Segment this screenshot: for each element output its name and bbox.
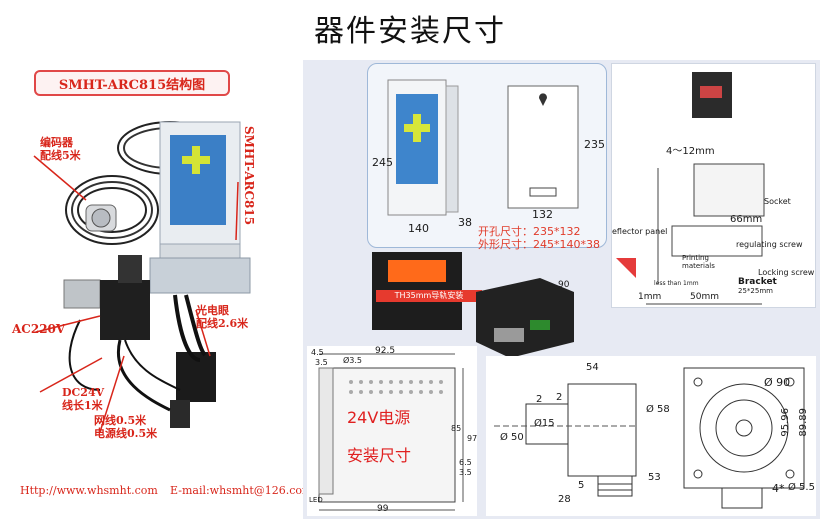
label-bracket: Bracket 25*25mm	[738, 278, 777, 296]
psu-title-line2: 安装尺寸	[347, 446, 412, 465]
dim-95: 95.96	[780, 408, 791, 437]
dim-89: 89.89	[798, 408, 809, 437]
sensor-label-line1: 光电眼	[196, 304, 229, 317]
dim-85: 85	[451, 424, 462, 433]
cutout-size: 开孔尺寸：235*132	[478, 225, 581, 238]
dim-92-5: 92.5	[375, 346, 396, 356]
dim-28: 28	[558, 494, 571, 505]
label-lock-screw: Locking screw	[758, 268, 815, 277]
dim-54: 54	[586, 362, 599, 373]
rail-module-label-plate	[388, 260, 446, 282]
dc-label-line2: 线长1米	[62, 399, 103, 412]
dim-90: 90	[558, 280, 570, 290]
dim-1mm: 1mm	[638, 292, 662, 302]
email-link[interactable]: E-mail:whsmht@126.com	[170, 484, 313, 497]
dim-3-5: 3.5	[315, 358, 328, 367]
net-label-line1: 网线0.5米	[94, 414, 147, 427]
rail-mount-label: TH35mm导轨安装	[376, 290, 482, 302]
outline-size: 外形尺寸：245*140*38	[478, 238, 600, 251]
label-less-than: less than 1mm	[654, 280, 699, 287]
label-socket: Socket	[764, 197, 791, 206]
model-badge: SMHT-ARC815结构图	[34, 70, 230, 96]
dim-hole-d: Ø 5.5	[788, 482, 815, 493]
sensor-drawing	[616, 72, 765, 305]
sensor-dimensions-card: 4～12mm 66mm Socket eflector panel regula…	[611, 63, 816, 308]
device-photo	[33, 121, 251, 433]
psu-drawing	[318, 353, 464, 511]
dim-66mm: 66mm	[730, 214, 763, 225]
psu-dimensions-card: 92.5 4.5 3.5 Ø3.5 24V电源 安装尺寸 85 97 6.5 3…	[307, 346, 477, 516]
dim-245: 245	[372, 156, 393, 169]
net-power-label: 网线0.5米 电源线0.5米	[94, 414, 157, 440]
encoder-label: 编码器 配线5米	[40, 136, 81, 162]
dim-holes: 4*	[772, 482, 785, 495]
page-title: 器件安装尺寸	[314, 14, 506, 49]
dim-97: 97	[467, 434, 478, 443]
dim-2b: 2	[556, 392, 563, 403]
printing-line2: materials	[682, 262, 715, 270]
dim-hole: Ø3.5	[343, 356, 363, 365]
net-label-line2: 电源线0.5米	[94, 427, 158, 440]
psu-title-line1: 24V电源	[347, 408, 411, 427]
rail-module-dim-drawing	[476, 278, 574, 358]
dim-99: 99	[377, 504, 389, 514]
dim-range: 4～12mm	[666, 146, 715, 157]
dim-235: 235	[584, 138, 605, 151]
bracket-line2: 25*25mm	[738, 287, 773, 295]
label-reflector: eflector panel	[612, 227, 668, 236]
bracket-line1: Bracket	[738, 277, 777, 287]
dim-6-5: 6.5	[459, 458, 472, 467]
dim-5: 5	[578, 480, 585, 491]
dim-d58: Ø 58	[646, 404, 670, 415]
printing-line1: Printing	[682, 254, 709, 262]
encoder-label-line2: 配线5米	[40, 149, 81, 162]
encoder-dimensions-card: 54 2 2 Ø 50 Ø15 Ø 58 53 5 28 Ø 90 95.96 …	[486, 356, 816, 516]
dim-38: 38	[458, 216, 472, 229]
ac-label: AC220V	[12, 322, 66, 336]
dim-50mm: 50mm	[690, 292, 719, 302]
dim-d50: Ø 50	[500, 432, 524, 443]
dim-140: 140	[408, 222, 429, 235]
dim-4-5: 4.5	[311, 348, 324, 357]
dim-d90: Ø 90	[764, 376, 791, 389]
encoder-label-line1: 编码器	[40, 136, 73, 149]
dim-d15: Ø15	[534, 418, 555, 429]
sensor-label: 光电眼 配线2.6米	[196, 304, 248, 330]
dim-53: 53	[648, 472, 661, 483]
label-printing: Printing materials	[682, 254, 715, 270]
dim-2a: 2	[536, 394, 543, 405]
encoder-drawing	[494, 367, 805, 509]
sensor-label-line2: 配线2.6米	[196, 317, 249, 330]
dc-label-line1: DC24V	[62, 386, 105, 399]
device-vertical-label: SMHT-ARC815	[242, 126, 256, 226]
dim-3-5b: 3.5	[459, 468, 472, 477]
dc-label: DC24V 线长1米	[62, 386, 104, 412]
controller-dimensions-card: 245 140 38 235 132 开孔尺寸：235*132 外形尺寸：245…	[367, 63, 607, 251]
controller-size-note: 开孔尺寸：235*132 外形尺寸：245*140*38	[478, 225, 600, 251]
website-link[interactable]: Http://www.whsmht.com	[20, 484, 158, 497]
led-label: LED	[309, 496, 323, 504]
dim-132: 132	[532, 208, 553, 221]
controller-drawing	[387, 79, 579, 216]
rail-module-dim: 90 93	[470, 272, 580, 366]
label-reg-screw: regulating screw	[736, 240, 803, 249]
structure-diagram-panel	[0, 60, 300, 519]
